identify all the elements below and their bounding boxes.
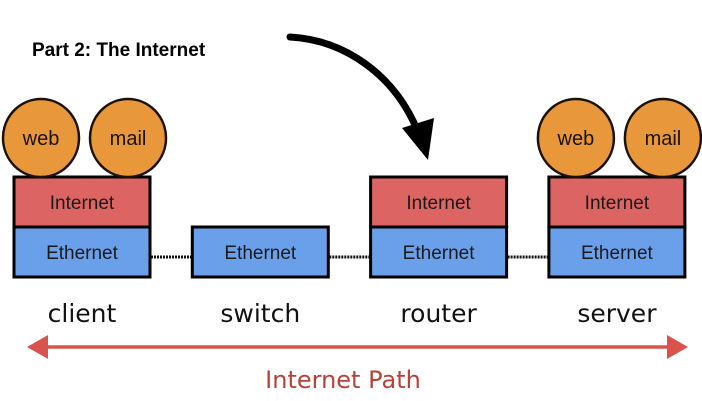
path-arrow-right-head [667,335,688,359]
app-label: mail [110,128,147,150]
path-arrow-left-head [27,335,48,359]
layer-label: Ethernet [403,243,476,264]
layer-label: Internet [50,193,115,214]
switch-ethernet-layer: Ethernet [190,225,330,279]
device-labels: client switch router server [48,299,658,328]
layer-box [547,225,687,279]
layer-label: Internet [585,193,650,214]
server-ethernet-layer: Ethernet [547,225,687,279]
app-circle [88,97,168,179]
diagram-title: Part 2: The Internet [32,40,206,61]
internet-path-label: Internet Path [265,366,421,394]
layer-box [369,225,509,279]
layer-box [12,175,152,229]
layer-label: Ethernet [224,243,297,264]
app-circle [623,97,702,179]
device-label-server: server [577,299,657,328]
layer-label: Internet [406,193,471,214]
app-label: web [557,128,595,150]
server-app-web: web [536,97,616,179]
layer-box [190,225,330,279]
app-circle [536,97,616,179]
server-app-mail: mail [623,97,702,179]
layer-label: Ethernet [581,243,654,264]
client-ethernet-layer: Ethernet [12,225,152,279]
device-label-switch: switch [220,299,300,328]
app-circle [1,97,81,179]
client-app-mail: mail [88,97,168,179]
device-label-client: client [48,299,117,328]
app-label: mail [645,128,682,150]
client-internet-layer: Internet [12,175,152,229]
router-ethernet-layer: Ethernet [369,225,509,279]
app-label: web [22,128,60,150]
router-internet-layer: Internet [369,175,509,229]
client-app-web: web [1,97,81,179]
layer-box [547,175,687,229]
server-internet-layer: Internet [547,175,687,229]
curved-arrow-icon [286,33,434,160]
layer-box [12,225,152,279]
layer-label: Ethernet [46,243,119,264]
layer-box [369,175,509,229]
double-headed-arrow-icon [27,335,688,359]
device-switch: Ethernet [190,225,330,279]
device-label-router: router [400,299,477,328]
